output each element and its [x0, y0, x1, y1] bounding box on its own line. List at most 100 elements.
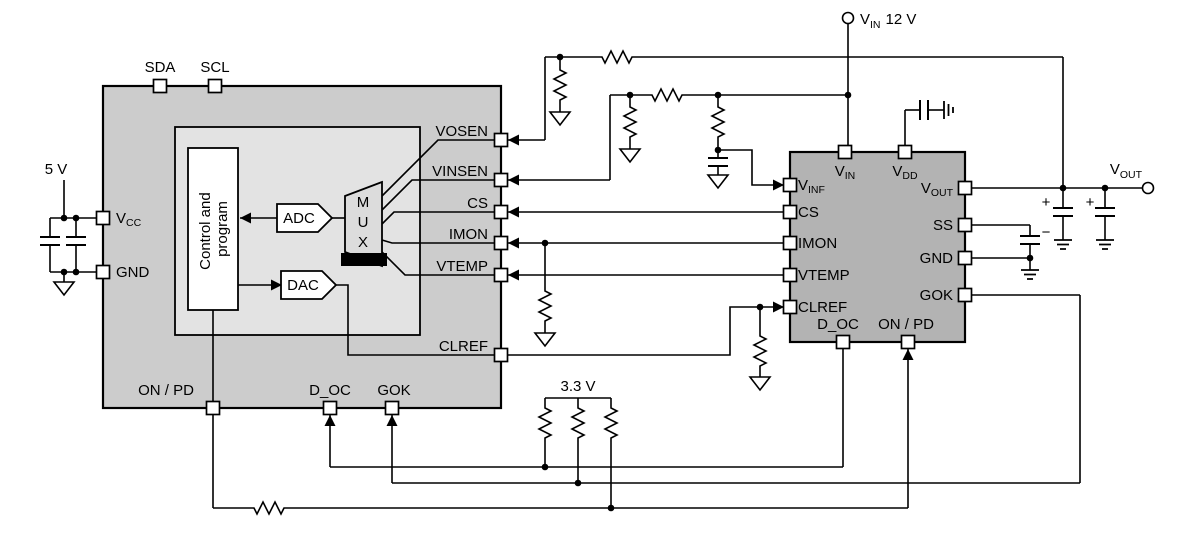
mcu-pin-label-doc: D_OC: [309, 382, 351, 399]
resistor: [647, 88, 687, 102]
adc-block: [276, 203, 334, 233]
module-pin-vout: [957, 180, 973, 196]
control-program-label: Control and program: [197, 188, 231, 270]
mcu-pin-clref: [493, 347, 509, 363]
arrowhead: [508, 237, 519, 249]
mcu-pin-cs: [493, 204, 509, 220]
vin-terminal: [841, 11, 855, 25]
net-vosen: [508, 50, 1064, 188]
module-pin-vin: [837, 144, 853, 160]
ground-symbol: [1020, 269, 1040, 280]
module-pin-label-onpd: ON / PD: [878, 316, 934, 333]
ground-symbol: [707, 174, 729, 189]
ground-symbol: [549, 111, 571, 126]
module-pin-vtemp: [782, 267, 798, 283]
arrowhead: [773, 179, 784, 191]
resistor: [553, 65, 567, 105]
mcu-pin-label-onpd: ON / PD: [138, 382, 194, 399]
net-vout: VOUT + − +: [971, 161, 1155, 250]
net-clref: [508, 301, 784, 391]
resistor: [538, 403, 552, 443]
adc-label: ADC: [283, 210, 315, 227]
ground-symbol: [943, 100, 954, 120]
capacitor: [1019, 235, 1041, 245]
mcu-pin-vtemp: [493, 267, 509, 283]
mcu-pin-vcc: [95, 210, 111, 226]
mux-letter-u: U: [358, 214, 369, 231]
capacitor: [1052, 207, 1074, 217]
mux-select-bar: [341, 253, 387, 266]
net-imon: [508, 237, 783, 347]
power-5v: 5 V: [39, 161, 96, 296]
ground-symbol: [1053, 239, 1073, 250]
wire: [508, 306, 783, 356]
mcu-pin-label-cs: CS: [467, 195, 488, 212]
mcu-pin-gok: [384, 400, 400, 416]
mcu-pin-onpd: [205, 400, 221, 416]
arrowhead: [508, 134, 519, 146]
arrowhead: [773, 301, 784, 313]
ground-symbol: [619, 148, 641, 163]
wire: [336, 284, 494, 356]
net-vinsen: [508, 88, 848, 191]
net-vtemp: [508, 269, 783, 281]
pin-squares: [95, 78, 973, 416]
resistor: [604, 403, 618, 443]
arrowhead: [386, 415, 398, 426]
cap-minus-sign: −: [1042, 224, 1051, 241]
net-gok: [386, 294, 1081, 484]
capacitor: [707, 157, 729, 167]
module-pin-vinf: [782, 177, 798, 193]
mcu-pin-doc: [322, 400, 338, 416]
cap-plus-sign: +: [1042, 194, 1051, 211]
wire: [718, 149, 783, 186]
capacitor: [39, 236, 61, 246]
supply-3v3-label: 3.3 V: [560, 378, 595, 395]
module-pin-label-vin: VIN: [835, 163, 856, 182]
capacitor: [919, 99, 929, 121]
wire: [381, 139, 494, 197]
module-pin-clref: [782, 299, 798, 315]
arrowhead: [324, 415, 336, 426]
wire: [381, 211, 494, 225]
mcu-pin-label-vcc: VCC: [116, 210, 142, 229]
wire: [381, 179, 494, 211]
module-pin-ss: [957, 217, 973, 233]
wire: [381, 251, 494, 276]
module-pin-cs: [782, 204, 798, 220]
supply-5v-label: 5 V: [45, 161, 68, 178]
mcu-pin-label-gnd: GND: [116, 264, 150, 281]
junction-dot: [72, 268, 80, 276]
module-pin-gnd: [957, 250, 973, 266]
arrowhead: [508, 206, 519, 218]
capacitor: [65, 236, 87, 246]
mcu-pin-label-vinsen: VINSEN: [432, 163, 488, 180]
net-onpd: [212, 349, 914, 515]
power-3v3: 3.3 V: [538, 378, 618, 512]
module-pin-vdd: [897, 144, 913, 160]
module-pin-label-doc: D_OC: [817, 316, 859, 333]
module-pin-label-vout: VOUT: [921, 180, 954, 199]
control-program-block: [187, 147, 239, 311]
resistor: [711, 102, 725, 142]
resistor: [538, 286, 552, 326]
junction-dot: [60, 214, 68, 222]
mcu-internal-wires: [212, 139, 494, 401]
vout-terminal-label: VOUT: [1110, 161, 1143, 181]
arrowhead: [508, 174, 519, 186]
resistor: [597, 50, 637, 64]
net-doc: [324, 348, 844, 468]
mcu-pin-imon: [493, 235, 509, 251]
cap-plus-sign: +: [1086, 194, 1095, 211]
wire: [381, 239, 494, 244]
junction-dot: [541, 463, 549, 471]
resistor: [249, 501, 289, 515]
module-pin-onpd: [900, 334, 916, 350]
module-pin-label-gok: GOK: [920, 287, 953, 304]
ground-symbol: [749, 376, 771, 391]
module-pin-gok: [957, 287, 973, 303]
junction-dot: [607, 504, 615, 512]
mux-letter-x: X: [358, 234, 368, 251]
